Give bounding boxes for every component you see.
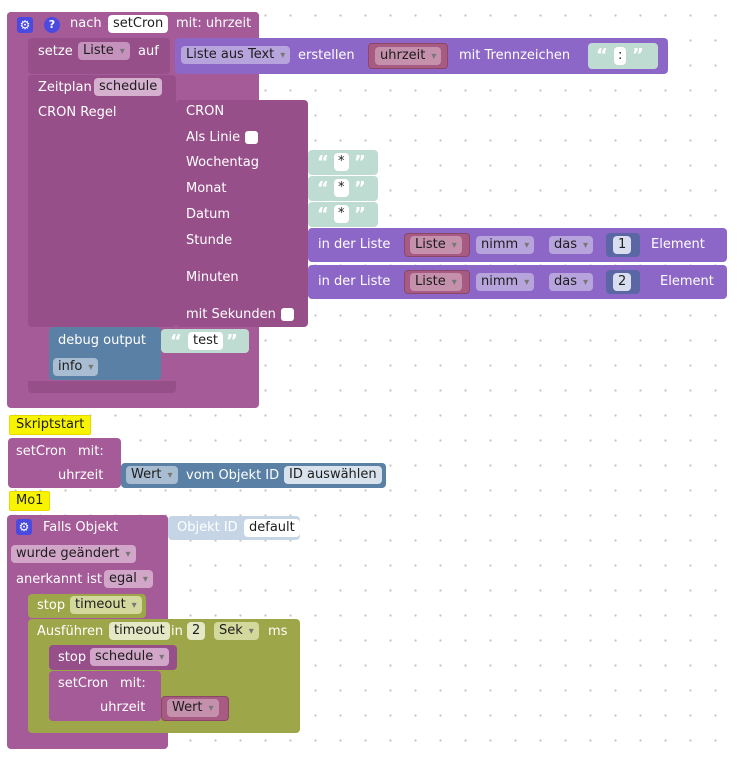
keyword-in: in [171, 624, 183, 639]
schedule-var-field[interactable]: schedule [94, 78, 163, 96]
keyword-ausfuehren: Ausführen [37, 624, 104, 639]
keyword-stop: stop [37, 598, 66, 613]
schedule-block[interactable] [28, 75, 176, 327]
index-field[interactable]: 2 [613, 273, 632, 291]
wert-dropdown[interactable]: Wert [126, 466, 178, 484]
keyword-in-der-liste: in der Liste [318, 237, 391, 252]
debug-level-dropdown[interactable]: info [53, 358, 99, 376]
keyword-mit-sekunden: mit Sekunden [186, 307, 276, 322]
trigger-dropdown[interactable]: wurde geändert [11, 545, 136, 563]
keyword-stunde: Stunde [186, 233, 233, 248]
keyword-erstellen: erstellen [298, 48, 355, 63]
quote-open-icon: “ [317, 178, 329, 199]
nimm-dropdown[interactable]: nimm [476, 236, 535, 254]
schedule-dropdown[interactable]: schedule [90, 648, 170, 666]
keyword-datum: Datum [186, 207, 230, 222]
nimm-dropdown[interactable]: nimm [476, 273, 535, 291]
keyword-in-der-liste: in der Liste [318, 274, 391, 289]
das-dropdown[interactable]: das [549, 236, 594, 254]
ack-dropdown[interactable]: egal [104, 570, 153, 588]
object-id-select-field[interactable]: ID auswählen [284, 466, 382, 484]
param-uhrzeit: uhrzeit [58, 468, 104, 483]
call-setcron-block[interactable] [8, 438, 121, 488]
keyword-vom-objekt-id: vom Objekt ID [186, 468, 280, 483]
comment-mo1[interactable]: Mo1 [9, 491, 51, 511]
call-name: setCron [16, 444, 67, 459]
keyword-setze: setze [38, 44, 73, 59]
keyword-cron: CRON [186, 104, 225, 119]
wochentag-field[interactable]: * [334, 153, 349, 171]
keyword-minuten: Minuten [186, 270, 239, 285]
list-mode-dropdown[interactable]: Liste aus Text [181, 46, 291, 64]
keyword-debug-output: debug output [58, 333, 147, 348]
keyword-cron-regel: CRON Regel [38, 105, 117, 120]
schedule-block-footer [28, 381, 176, 393]
function-params: mit: uhrzeit [176, 16, 252, 31]
keyword-als-linie: Als Linie [186, 130, 241, 145]
quote-close-icon: ” [354, 204, 366, 225]
timeout-var-dropdown[interactable]: timeout [70, 596, 142, 614]
gear-icon[interactable]: ⚙ [16, 519, 32, 535]
checkbox-als-linie[interactable] [245, 131, 258, 144]
quote-close-icon: ” [226, 331, 238, 352]
quote-close-icon: ” [632, 45, 644, 66]
monat-field[interactable]: * [334, 179, 349, 197]
call-setcron-block-inner[interactable] [49, 671, 161, 721]
keyword-falls-objekt: Falls Objekt [43, 520, 119, 535]
gear-icon[interactable]: ⚙ [17, 17, 33, 33]
das-dropdown[interactable]: das [549, 273, 594, 291]
variable-dropdown-uhrzeit[interactable]: uhrzeit [375, 47, 442, 65]
keyword-element: Element [651, 237, 705, 252]
datum-field[interactable]: * [334, 205, 349, 223]
unit-dropdown[interactable]: Sek [214, 622, 259, 640]
param-uhrzeit: uhrzeit [100, 700, 146, 715]
cron-block[interactable] [176, 100, 308, 327]
keyword-objekt-id: Objekt ID [177, 520, 238, 535]
keyword-monat: Monat [186, 181, 227, 196]
keyword-mit-trennzeichen: mit Trennzeichen [459, 48, 571, 63]
keyword-anerkannt-ist: anerkannt ist [16, 572, 103, 587]
keyword-zeitplan: Zeitplan [38, 80, 92, 95]
index-field[interactable]: 1 [613, 236, 632, 254]
keyword-stop: stop [58, 650, 87, 665]
quote-open-icon: “ [317, 204, 329, 225]
checkbox-mit-sekunden[interactable] [281, 308, 294, 321]
separator-field[interactable]: : [614, 47, 627, 65]
quote-close-icon: ” [354, 152, 366, 173]
keyword-wochentag: Wochentag [186, 155, 259, 170]
keyword-mit: mit: [78, 444, 104, 459]
variable-dropdown-wert[interactable]: Wert [167, 699, 219, 717]
keyword-nach: nach [70, 16, 102, 31]
timeout-name-field[interactable]: timeout [109, 622, 170, 640]
object-id-field[interactable]: default [244, 519, 300, 537]
variable-dropdown-liste[interactable]: Liste [410, 273, 462, 291]
quote-close-icon: ” [354, 178, 366, 199]
variable-dropdown-liste[interactable]: Liste [78, 42, 130, 60]
keyword-mit: mit: [120, 676, 146, 691]
call-name: setCron [58, 676, 109, 691]
delay-field[interactable]: 2 [187, 622, 206, 640]
keyword-ms: ms [268, 624, 288, 639]
keyword-auf: auf [138, 44, 159, 59]
debug-text-field[interactable]: test [188, 332, 223, 350]
quote-open-icon: “ [596, 45, 608, 66]
quote-open-icon: “ [170, 331, 182, 352]
help-icon[interactable]: ? [44, 17, 60, 33]
variable-dropdown-liste[interactable]: Liste [410, 236, 462, 254]
function-name-field[interactable]: setCron [108, 15, 169, 33]
comment-skriptstart[interactable]: Skriptstart [9, 415, 92, 435]
quote-open-icon: “ [317, 152, 329, 173]
keyword-element: Element [660, 274, 714, 289]
